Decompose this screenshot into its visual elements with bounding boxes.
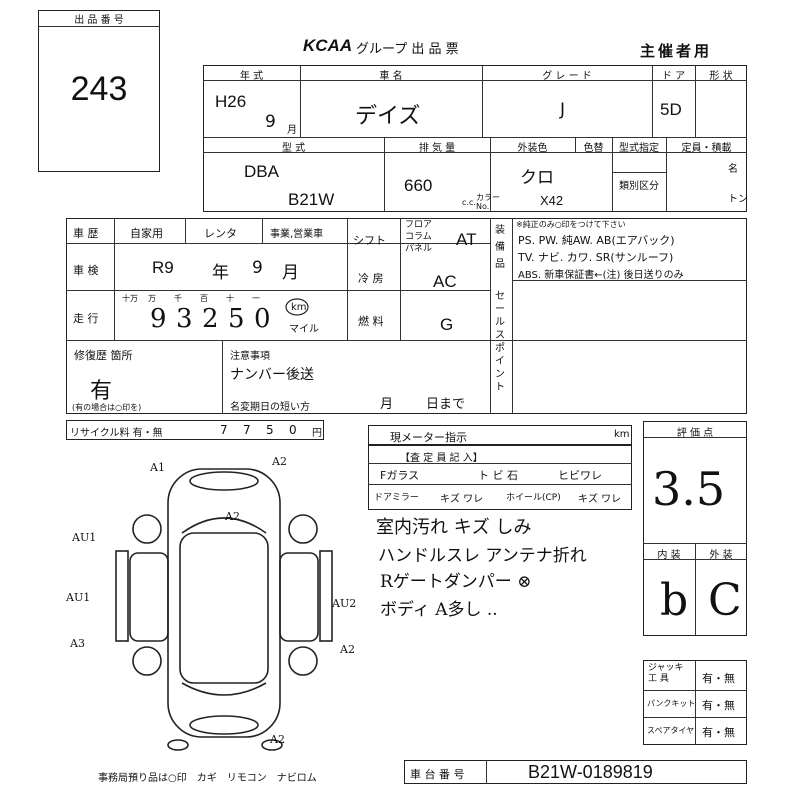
lot-number-box — [38, 10, 160, 172]
equip-line2: TV. ナビ. カワ. SR(サンルーフ) — [518, 251, 674, 264]
history-rental: レンタ — [204, 227, 237, 240]
mileage-digit: 9 — [150, 304, 167, 334]
mark-au1-left: AU1 — [71, 531, 96, 544]
vehicle-info-grid — [203, 65, 747, 212]
equipment-label: 装備品 — [495, 225, 505, 270]
km-unit: km — [291, 302, 307, 313]
meter-box — [368, 425, 632, 445]
inspection-value: R9 — [152, 258, 174, 277]
lot-number-label: 出 品 番 号 — [74, 15, 124, 26]
mark-a2-right: A2 — [339, 643, 355, 656]
equip-line1: PS. PW. 純AW. AB(エアバック) — [518, 234, 675, 247]
mileage-unit-label: 一 — [252, 294, 260, 303]
exterior-grade: C — [708, 575, 742, 626]
recycle-digit: 5 — [266, 423, 274, 437]
recycle-digit: 0 — [289, 423, 297, 437]
interior-grade: b — [660, 575, 689, 626]
mark-a2-rear: A2 — [269, 733, 285, 746]
mileage-digit: 2 — [202, 304, 219, 334]
mark-a1: A1 — [149, 461, 165, 474]
shift-value: AT — [456, 230, 477, 249]
footer-note: 事務局預り品は○印 カギ リモコン ナビロム — [98, 773, 317, 784]
brand-logo: KCAA — [303, 36, 353, 55]
mark-au1-door: AU1 — [65, 591, 90, 604]
remark-4: ボディ A多し .. — [380, 600, 498, 620]
appraiser-box — [368, 445, 632, 510]
grade: J — [560, 100, 566, 120]
inspection-month: 9 — [252, 258, 263, 278]
color: クロ — [520, 168, 554, 188]
history-grid — [66, 218, 747, 414]
chassis-number: B21W-0189819 — [528, 762, 653, 782]
displacement: 660 — [404, 176, 433, 195]
mileage-unit-label: 万 — [148, 294, 156, 303]
equip-line3: ABS. 新車保証書←(注) 後日送りのみ — [518, 270, 684, 281]
mileage-unit-label: 十万 — [122, 294, 138, 303]
mark-a3: A3 — [69, 637, 85, 650]
doors: 5D — [660, 100, 682, 119]
sponsor-label: 主催者用 — [640, 42, 713, 60]
ac-value: AC — [433, 272, 457, 291]
history-commercial: 事業,営業車 — [270, 229, 324, 240]
car-damage-diagram: A1 A2 A2 AU1 AU1 A3 AU2 A2 A2 — [65, 455, 356, 751]
mileage-unit-label: 千 — [174, 294, 182, 303]
model-month: 9 — [265, 112, 276, 132]
mark-au2: AU2 — [331, 597, 356, 610]
score-value: 3.5 — [652, 462, 726, 516]
remark-3: Rゲートダンパー ⊗ — [380, 572, 532, 592]
caution-value: ナンバー後送 — [230, 367, 314, 383]
model-year: H26 — [215, 92, 247, 111]
mileage-digit: 5 — [228, 304, 245, 334]
car-name: デイズ — [355, 104, 421, 129]
sales-point-label: セールスポイント — [495, 291, 505, 393]
remark-1: 室内汚れ キズ しみ — [376, 517, 532, 538]
recycle-digit: 7 — [220, 423, 228, 437]
chassis-box — [404, 760, 747, 784]
lot-number: 243 — [70, 70, 128, 108]
mile-unit: マイル — [289, 324, 319, 335]
repair-history-value: 有 — [90, 379, 113, 404]
mark-a2-top: A2 — [271, 455, 287, 468]
form-title: グループ 出 品 票 — [356, 42, 459, 57]
color-number: X42 — [540, 193, 564, 208]
recycle-box — [66, 420, 324, 440]
model-code: B21W — [288, 190, 335, 209]
remark-2: ハンドルスレ アンテナ折れ — [378, 546, 587, 566]
history-private: 自家用 — [130, 227, 163, 240]
fuel-value: G — [440, 315, 454, 334]
mark-a2-roof: A2 — [224, 510, 240, 523]
mileage-unit-label: 百 — [200, 294, 208, 303]
mileage-digit: 0 — [254, 304, 271, 334]
mileage-unit-label: 十 — [226, 294, 234, 303]
recycle-digit: 7 — [243, 423, 251, 437]
history-label: 車 歴 — [73, 227, 99, 240]
model-prefix: DBA — [244, 162, 279, 181]
mileage-digit: 3 — [176, 304, 193, 334]
